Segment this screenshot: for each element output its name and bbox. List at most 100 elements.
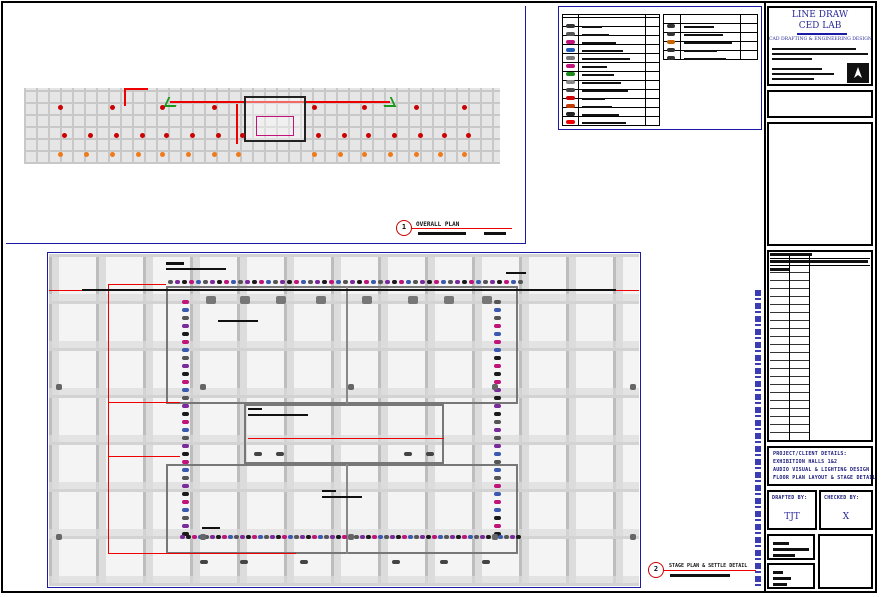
stage-fixture [264,535,269,539]
stage-fixture [510,535,515,539]
overall-fixture-dot [84,152,89,157]
stage-fixture [392,560,400,564]
stage-fixture [494,380,501,384]
stage-fixture [406,280,411,284]
stage-fixture [390,535,395,539]
stage-fixture [504,280,509,284]
stage-fixture [420,535,425,539]
stage-fixture [200,560,208,564]
title-block-column [764,3,876,592]
legend-text-line-right [684,58,726,60]
overall-fixture-dot [58,152,63,157]
north-arrow-logo-icon [847,63,869,83]
stage-fixture [494,332,501,336]
overall-fixture-dot [418,133,423,138]
disclaimer-strip [755,290,761,586]
stage-fixture [182,460,189,464]
address-line-6 [772,78,814,80]
legend-text-line [582,34,609,36]
stage-fixture [276,535,281,539]
overall-scale-bar [418,232,466,235]
stage-fixture [210,280,215,284]
overall-fixture-dot [338,152,343,157]
overall-plan-floor-grid [24,88,500,164]
stage-fixture [494,412,501,416]
project-line-3: FLOOR PLAN LAYOUT & STAGE DETAIL [773,475,876,481]
overall-fixture-dot [88,133,93,138]
legend-text-line [582,74,614,76]
stage-fixture [182,280,187,284]
overall-title-underline [412,228,512,229]
stage-fixture [259,280,264,284]
stage-fixture [204,535,209,539]
stage-fixture [494,468,501,472]
stage-fixture [56,534,62,540]
stage-fixture [371,280,376,284]
stage-fixture [186,535,191,539]
stage-fixture [182,516,189,520]
label-tag-2 [506,272,526,274]
legend-symbol-right [667,56,675,60]
red-cable-left-low [108,456,180,457]
stage-fixture [511,280,516,284]
overall-plan-viewport [6,6,526,244]
stage-fixture [468,535,473,539]
overall-fixture-dot [62,133,67,138]
stage-fixture [494,484,501,488]
stage-fixture [182,476,189,480]
stage-fixture [342,535,347,539]
stage-fixture [516,535,521,539]
stage-fixture [324,535,329,539]
revision-header-bar-1 [770,253,812,256]
stage-divider-lower [346,464,348,554]
stage-fixture [494,340,501,344]
stage-fixture [182,468,189,472]
overall-fixture-dot [366,133,371,138]
stage-fixture [362,296,372,304]
stage-fixture [182,420,189,424]
stage-fixture [182,316,189,320]
stage-fixture [494,444,501,448]
stage-runway [244,404,444,464]
label-tag-5b [322,496,362,498]
stage-fixture [206,296,216,304]
legend-text-line [582,26,602,28]
stage-fixture [266,280,271,284]
stage-fixture [182,532,189,536]
stage-fixture [494,476,501,480]
stage-fixture [630,534,636,540]
stage-fixture [224,280,229,284]
legend-text-line-right [684,26,714,28]
stage-fixture [385,280,390,284]
stage-fixture [378,280,383,284]
stage-divider [346,286,348,404]
stage-fixture [480,535,485,539]
overall-fixture-dot [190,133,195,138]
legend-symbol [566,104,575,108]
overall-fixture-dot [164,133,169,138]
red-cable-left-mid [108,402,180,403]
legend-symbol [566,120,575,124]
stage-fixture [494,436,501,440]
sheet-info-bar-3 [773,554,795,557]
stage-fixture [354,535,359,539]
overall-fixture-dot [114,133,119,138]
overall-fixture-dot [216,133,221,138]
project-line-2: AUDIO VISUAL & LIGHTING DESIGN - [773,467,870,479]
checked-by-box: CHECKED BY: X [819,490,873,530]
stage-fixture [426,535,431,539]
sheet-info-box [767,534,815,560]
overall-red-line-stage [236,104,238,144]
legend-text-line-right [684,50,717,52]
stage-upper-platform [166,286,518,404]
stage-fixture [482,560,490,564]
overall-fixture-dot [392,133,397,138]
stage-fixture [216,535,221,539]
legend-symbol [566,96,575,100]
stage-fixture [492,384,498,390]
address-line-2 [772,53,868,55]
label-tag-4b [248,414,308,416]
stage-fixture [318,535,323,539]
revision-header-bar-2 [770,260,868,263]
stage-fixture [444,296,454,304]
